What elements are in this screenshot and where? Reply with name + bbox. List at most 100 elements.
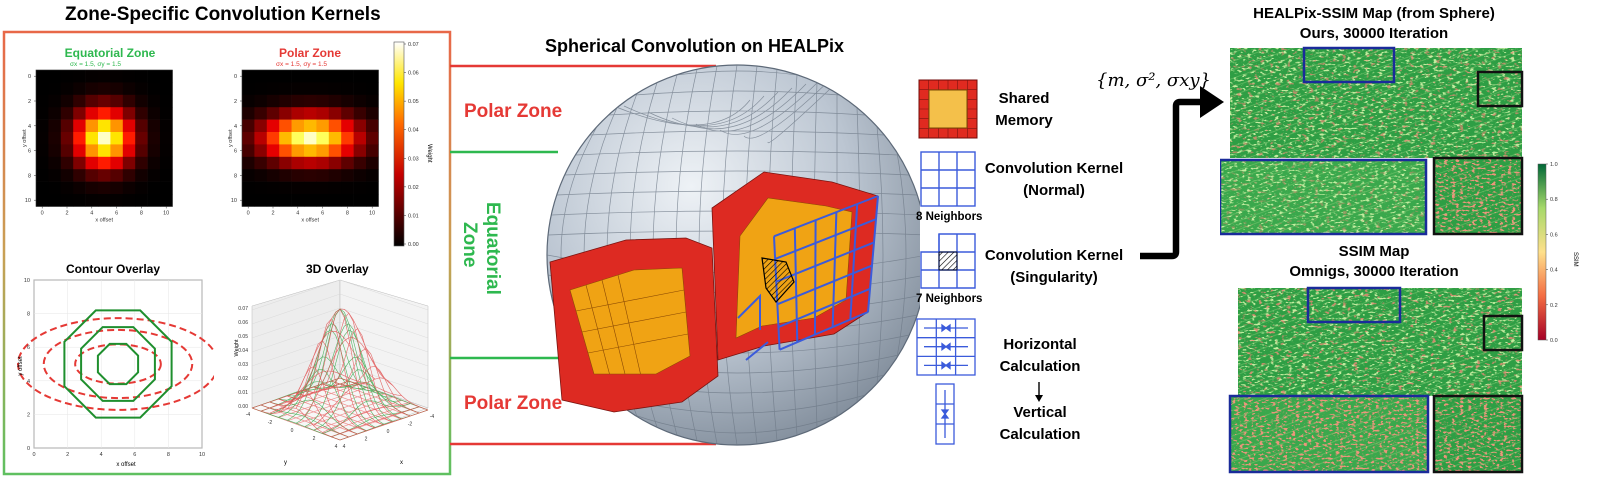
heat-cell	[110, 169, 124, 182]
heat-cell	[353, 107, 367, 120]
heat-cell	[291, 107, 305, 120]
equatorial-contour	[96, 342, 140, 386]
heat-cell	[291, 169, 305, 182]
heat-cell	[316, 132, 330, 145]
heat-cell	[85, 194, 99, 207]
x-tick-label: 0	[41, 210, 44, 216]
x-tick-label: -4	[430, 414, 435, 420]
heat-cell	[110, 107, 124, 120]
heat-cell	[291, 181, 305, 195]
heat-cell	[328, 144, 342, 158]
heat-cell	[85, 82, 99, 96]
heat-cell	[36, 144, 49, 158]
y-tick-label: 0	[27, 446, 30, 452]
heat-cell	[279, 144, 292, 158]
polar-kernel-params: σx = 1.5, σy = 1.5	[276, 61, 328, 68]
weight-colorbar-label: Weight	[426, 144, 432, 163]
seven-neighbors-label: 7 Neighbors	[916, 293, 983, 305]
heat-cell	[316, 194, 330, 207]
heat-cell	[366, 94, 379, 108]
ssim-tick: 0.2	[1550, 303, 1558, 309]
heat-cell	[328, 132, 342, 145]
heat-cell	[48, 181, 62, 195]
z-tick-label: 0.04	[238, 348, 248, 354]
heat-cell	[122, 169, 136, 182]
heat-cell	[304, 119, 317, 133]
overlay3d-x-label: x	[400, 460, 403, 466]
overlay3d-z-label: Weight	[234, 339, 240, 356]
heat-cell	[85, 107, 99, 120]
heat-cell	[98, 156, 111, 170]
horizontal-calculation-label-2: Calculation	[999, 358, 1081, 375]
heat-cell	[366, 107, 379, 120]
ssim-tick: 1.0	[1550, 162, 1558, 168]
bottom-map-title-1: SSIM Map	[1338, 243, 1410, 260]
heat-cell	[328, 194, 342, 207]
z-tick-label: 0.01	[238, 390, 248, 396]
heat-cell	[266, 82, 280, 96]
heat-cell	[366, 132, 379, 145]
sphere-diagram: Polar Zone Polar Zone Equatorial Zone	[450, 64, 920, 446]
heat-cell	[160, 119, 173, 133]
z-tick-label: 0.02	[238, 376, 248, 382]
heat-cell	[36, 181, 49, 195]
heat-cell	[291, 119, 305, 133]
heat-cell	[341, 70, 354, 83]
heat-cell	[36, 169, 49, 182]
heat-cell	[135, 156, 148, 170]
heat-cell	[279, 82, 292, 96]
colorbar-tick: 0.04	[408, 128, 419, 134]
y-axis-label: y offset	[228, 129, 234, 147]
heat-cell	[242, 132, 255, 145]
bottom-map-title-2: Omnigs, 30000 Iteration	[1289, 263, 1459, 280]
heat-cell	[366, 181, 379, 195]
heat-cell	[242, 169, 255, 182]
heat-cell	[328, 181, 342, 195]
colorbar-tick: 0.02	[408, 185, 419, 191]
x-tick-label: 2	[271, 210, 274, 216]
weight-colorbar: 0.070.060.050.040.030.020.010.00 Weight	[393, 41, 432, 248]
heat-cell	[110, 94, 124, 108]
y-tick-label: 6	[234, 149, 237, 155]
heat-cell	[291, 94, 305, 108]
heat-cell	[48, 144, 62, 158]
heat-cell	[279, 132, 292, 145]
heat-cell	[341, 94, 354, 108]
overlay3d-y-label: y	[284, 460, 287, 466]
heat-cell	[73, 144, 86, 158]
heat-cell	[160, 82, 173, 96]
heat-cell	[110, 70, 124, 83]
heat-cell	[366, 194, 379, 207]
heat-cell	[98, 169, 111, 182]
heat-cell	[279, 194, 292, 207]
y-tick-label: -2	[268, 420, 273, 426]
x-tick-label: 8	[140, 210, 143, 216]
heat-cell	[73, 156, 86, 170]
heat-cell	[160, 194, 173, 207]
heat-cell	[48, 107, 62, 120]
parameters-formula: {m, σ², σxy}	[1096, 70, 1211, 91]
heat-cell	[60, 181, 74, 195]
y-tick-label: 6	[28, 149, 31, 155]
eight-neighbors-label: 8 Neighbors	[916, 211, 983, 223]
heat-cell	[122, 144, 136, 158]
kernel-normal-icon	[920, 151, 976, 207]
x-tick-label: 6	[115, 210, 118, 216]
heat-cell	[110, 119, 124, 133]
heat-cell	[36, 94, 49, 108]
y-tick-label: 10	[231, 198, 237, 204]
heat-cell	[135, 107, 148, 120]
heat-cell	[60, 94, 74, 108]
heat-cell	[254, 107, 268, 120]
polar-zone-top-label: Polar Zone	[464, 101, 562, 122]
heat-cell	[85, 169, 99, 182]
heat-cell	[60, 70, 74, 83]
heat-cell	[316, 169, 330, 182]
ssim-tick: 0.8	[1550, 197, 1558, 203]
x-tick-label: 6	[133, 452, 136, 458]
heat-cell	[122, 181, 136, 195]
heat-cell	[266, 181, 280, 195]
x-tick-label: 2	[66, 452, 69, 458]
heat-cell	[147, 144, 161, 158]
heat-cell	[304, 144, 317, 158]
